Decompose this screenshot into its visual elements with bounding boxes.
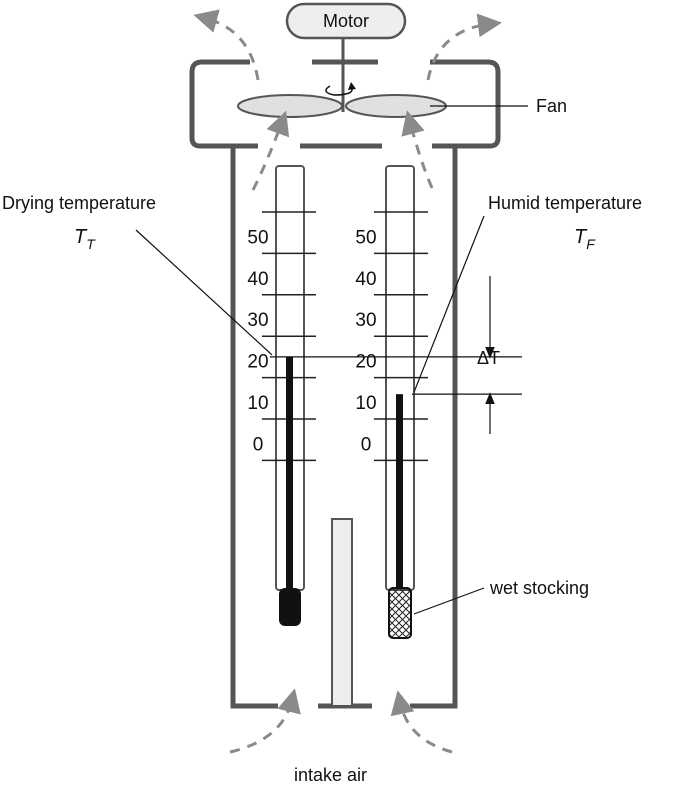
wet-stocking-leader-line [413, 587, 485, 615]
airflow-arrows [193, 9, 502, 754]
fan-label: Fan [536, 96, 567, 116]
wet-mercury-column [396, 394, 403, 588]
inner-arrow-right [401, 110, 434, 189]
dry-mercury-column [286, 356, 293, 588]
drying-leader-line [135, 229, 273, 356]
exhaust-arrow-right [426, 13, 502, 81]
fan-housing [189, 59, 501, 149]
intake-arrow-left [229, 688, 301, 754]
drying-symbol: TT [74, 226, 96, 252]
delta-t-label: ΔT [477, 348, 500, 368]
motor: Motor [285, 2, 407, 112]
scale-number: 20 [247, 352, 268, 373]
scale-number: 30 [355, 310, 376, 331]
humid-symbol: TF [574, 226, 596, 252]
scale-number: 40 [247, 269, 268, 290]
wet-stocking-bulb [388, 587, 412, 639]
wet-stocking-label: wet stocking [489, 578, 589, 598]
scale-number: 0 [361, 434, 372, 455]
exhaust-arrow-left [193, 9, 260, 81]
dry-bulb [279, 588, 301, 626]
scale-number: 0 [253, 434, 264, 455]
dry-thermometer: 50 40 30 20 10 0 [247, 165, 316, 626]
scale-number: 50 [355, 227, 376, 248]
fan: Fan [237, 82, 567, 118]
scale-number: 40 [355, 269, 376, 290]
drying-temperature-label: Drying temperature [2, 193, 156, 213]
center-baffle [331, 518, 353, 707]
scale-number: 20 [355, 352, 376, 373]
wet-thermometer: 50 40 30 20 10 0 [355, 165, 428, 639]
scale-number: 10 [355, 393, 376, 414]
motor-label: Motor [323, 11, 369, 31]
dry-scale-numbers: 50 40 30 20 10 0 [247, 227, 268, 455]
inner-arrow-left [251, 110, 290, 191]
intake-arrow-right [390, 690, 453, 754]
scale-number: 50 [247, 227, 268, 248]
humid-temperature-label: Humid temperature [488, 193, 642, 213]
wet-scale-numbers: 50 40 30 20 10 0 [355, 227, 376, 455]
scale-number: 10 [247, 393, 268, 414]
intake-air-label: intake air [294, 765, 367, 785]
humid-leader-line [413, 215, 485, 393]
scale-number: 30 [247, 310, 268, 331]
rotation-arrow-icon [325, 85, 353, 96]
